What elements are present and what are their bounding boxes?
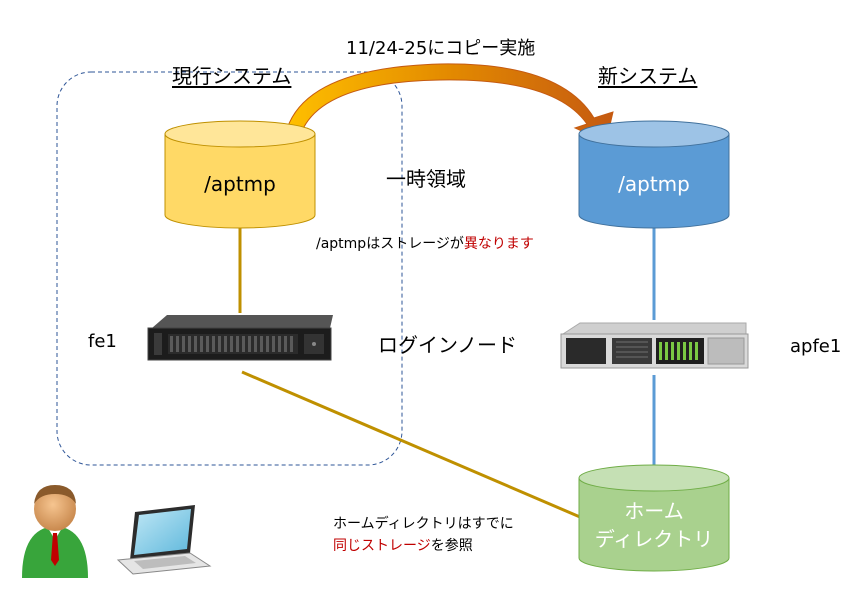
fe1-to-home-line bbox=[241, 370, 581, 519]
fe1-server-icon bbox=[147, 315, 333, 361]
fe1-label: fe1 bbox=[88, 331, 117, 352]
new-aptmp-label: /aptmp bbox=[618, 172, 690, 196]
home-note-emphasis: 同じストレージ bbox=[333, 538, 431, 554]
old-aptmp-cylinder bbox=[164, 120, 316, 229]
temp-area-label: 一時領域 bbox=[386, 167, 466, 191]
storage-note-text: /aptmpはストレージが bbox=[316, 236, 464, 252]
home-note-suffix: を参照 bbox=[430, 538, 473, 554]
laptop-icon bbox=[116, 505, 212, 575]
copy-note: 11/24-25にコピー実施 bbox=[346, 38, 536, 59]
copy-arrow bbox=[284, 63, 614, 143]
current-system-region bbox=[56, 71, 403, 466]
home-directory-cylinder bbox=[578, 464, 730, 572]
home-note-line1: ホームディレクトリはすでに bbox=[333, 516, 514, 532]
storage-note: /aptmpはストレージが異なります bbox=[316, 233, 534, 253]
old-aptmp-label: /aptmp bbox=[204, 172, 276, 196]
home-label-line2: ディレクトリ bbox=[595, 527, 714, 551]
apfe1-server-icon bbox=[560, 322, 749, 369]
user-avatar-icon bbox=[22, 485, 88, 578]
home-note-line2: 同じストレージを参照 bbox=[333, 535, 514, 557]
new-system-title: 新システム bbox=[598, 64, 698, 88]
storage-note-emphasis: 異なります bbox=[463, 236, 534, 252]
new-aptmp-cylinder bbox=[578, 120, 730, 229]
home-label-line1: ホーム bbox=[624, 499, 683, 523]
current-system-title: 現行システム bbox=[172, 64, 292, 88]
home-note: ホームディレクトリはすでに 同じストレージを参照 bbox=[333, 513, 514, 557]
login-node-label: ログインノード bbox=[378, 333, 517, 357]
apfe1-label: apfe1 bbox=[790, 336, 842, 357]
